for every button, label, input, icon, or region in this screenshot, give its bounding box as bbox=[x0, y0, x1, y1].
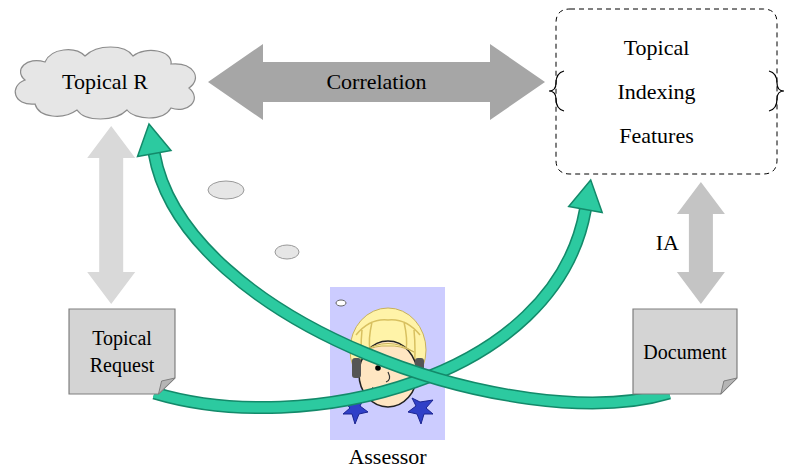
block-arrow bbox=[677, 182, 725, 304]
curved-arrow bbox=[154, 180, 602, 408]
document-node: Topical Request bbox=[68, 308, 176, 395]
assessor-figure: Assessor bbox=[330, 287, 445, 440]
thought-bubble bbox=[275, 245, 299, 259]
document-node: Document bbox=[632, 308, 738, 395]
node-label: Document bbox=[643, 340, 726, 364]
doc-outline bbox=[68, 308, 176, 395]
node-label: Topical R bbox=[62, 69, 148, 95]
feature-set: Topical Indexing Features bbox=[548, 5, 785, 178]
cloud-node: Topical R bbox=[5, 42, 205, 122]
edge-label: Correlation bbox=[326, 69, 426, 95]
block-arrow bbox=[87, 126, 135, 304]
block-arrow bbox=[208, 44, 545, 120]
edge-label: IA bbox=[656, 230, 679, 256]
node-label: Topical Indexing Features bbox=[601, 26, 713, 158]
figure-label: Assessor bbox=[348, 444, 426, 470]
node-label: Topical Request bbox=[76, 325, 168, 379]
thought-bubble bbox=[336, 300, 346, 306]
thought-bubble bbox=[208, 181, 244, 199]
